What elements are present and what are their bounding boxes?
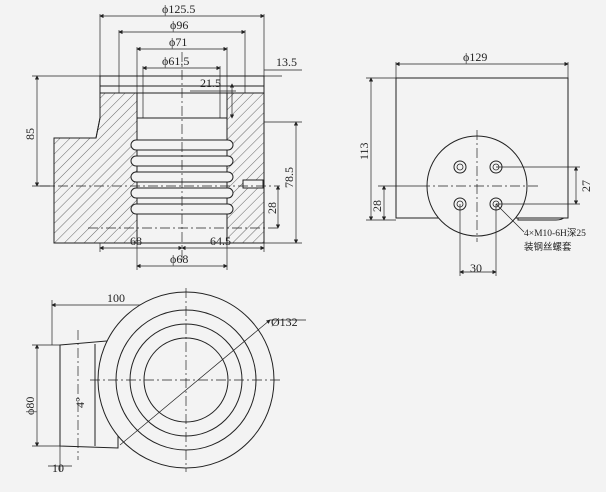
side-screw — [242, 179, 264, 189]
dim-113: 113 — [357, 142, 371, 160]
side-view — [366, 61, 580, 276]
top-view — [32, 288, 306, 472]
thread-note-line1: 4×M10-6H深25 — [524, 228, 586, 239]
dim-10: 10 — [52, 461, 64, 475]
dim-27: 27 — [579, 180, 593, 192]
bolt-hole-1 — [453, 160, 467, 174]
dim-21-5: 21.5 — [200, 76, 221, 90]
dim-d68: ϕ68 — [170, 252, 188, 266]
dim-100: 100 — [107, 291, 125, 305]
dim-78-5: 78.5 — [282, 167, 296, 188]
top-view-labels: 100 Ø132 ϕ80 4° 10 — [23, 291, 298, 475]
body-section-hatch — [53, 92, 138, 244]
dim-4deg: 4° — [73, 397, 87, 408]
dim-d71: ϕ71 — [169, 35, 187, 49]
thread-note-line2: 装钢丝螺套 — [524, 241, 572, 253]
dim-30: 30 — [470, 261, 482, 275]
dim-68: 68 — [130, 234, 142, 248]
dim-d61-5: ϕ61.5 — [162, 54, 189, 68]
dim-d80: ϕ80 — [23, 397, 37, 415]
dim-85: 85 — [23, 128, 37, 140]
dim-28-side: 28 — [370, 200, 384, 212]
dim-28-front: 28 — [265, 202, 279, 214]
dim-d129: ϕ129 — [463, 50, 487, 64]
dim-13-5: 13.5 — [276, 55, 297, 69]
front-section-view — [32, 13, 302, 270]
dim-d96: ϕ96 — [170, 18, 188, 32]
front-view-labels: ϕ125.5 ϕ96 ϕ71 ϕ61.5 13.5 21.5 85 78.5 2… — [23, 2, 297, 266]
dim-d132: Ø132 — [271, 315, 298, 329]
side-view-labels: ϕ129 113 28 27 30 4×M10-6H深25 装钢丝螺套 — [357, 50, 593, 275]
body-section-hatch-right — [226, 92, 265, 244]
dim-64-5: 64.5 — [210, 234, 231, 248]
dim-d125-5: ϕ125.5 — [162, 2, 195, 16]
